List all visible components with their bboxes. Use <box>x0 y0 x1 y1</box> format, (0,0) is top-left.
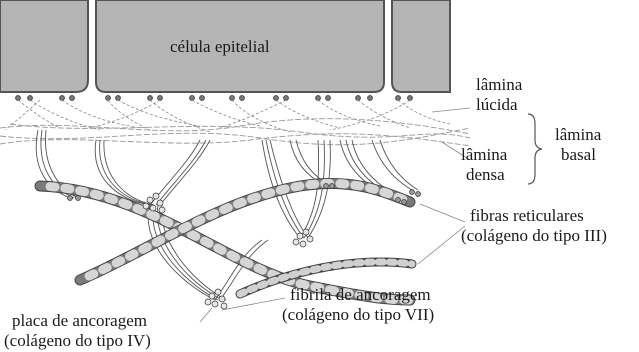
lamina-basal-brace <box>528 114 542 184</box>
hemidesmosomes <box>16 96 413 101</box>
reticular-fibers-label-2: (colágeno do tipo III) <box>461 226 607 245</box>
lamina-basal-label-2: basal <box>561 145 596 164</box>
cell-label: célula epitelial <box>170 37 270 56</box>
lamina-basal-label-1: lâmina <box>555 125 602 144</box>
anchoring-fibril-label-1: fibrila de ancoragem <box>290 285 431 304</box>
anchoring-plaque-label-1: placa de ancoragem <box>12 311 147 330</box>
reticular-fibers <box>40 183 412 300</box>
reticular-fibers-label-1: fibras reticulares <box>470 206 584 225</box>
lamina-lucida-label-1: lâmina <box>476 75 523 94</box>
anchoring-fibril-label-2: (colágeno do tipo VII) <box>282 305 434 324</box>
plaque-3 <box>293 229 313 247</box>
anchoring-plaque-label-2: (colágeno do tipo IV) <box>4 331 151 350</box>
lamina-densa-label-2: densa <box>466 165 505 184</box>
lamina-lucida-filaments <box>5 100 450 132</box>
cell-right <box>392 0 450 92</box>
lamina-lucida-label-2: lúcida <box>476 95 518 114</box>
cell-left <box>0 0 88 92</box>
lamina-densa-label-1: lâmina <box>461 145 508 164</box>
